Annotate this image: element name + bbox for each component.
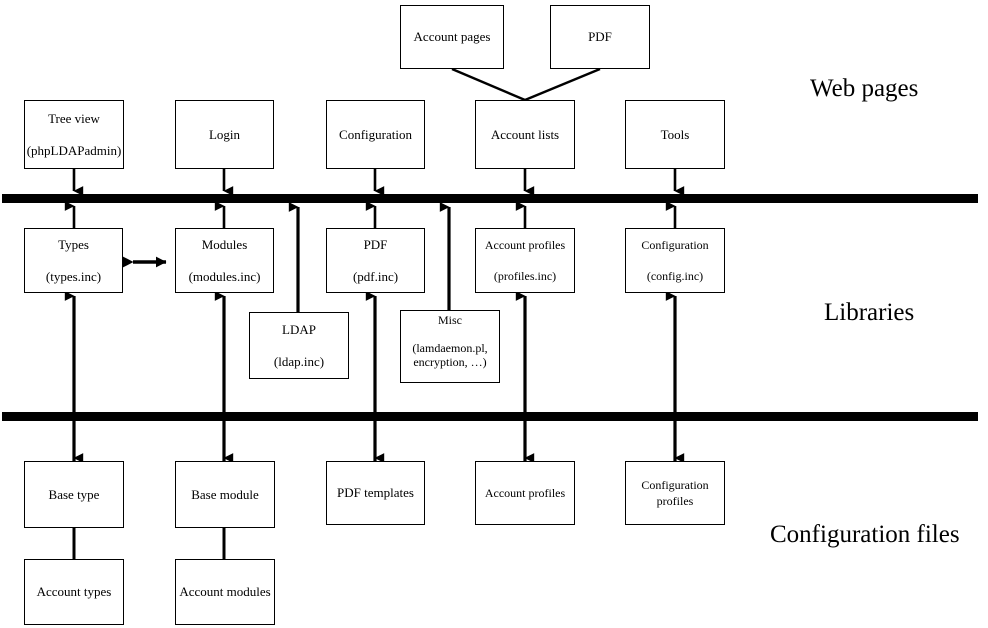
node-login[interactable]: Login xyxy=(175,100,274,169)
node-account-types-label: Account types xyxy=(36,584,112,599)
node-modules-lib-sublabel: (modules.inc) xyxy=(188,268,261,284)
node-account-profiles-lib-label: Account profiles xyxy=(484,237,566,252)
node-misc-lib-label: Misc xyxy=(438,313,462,327)
node-tools-label: Tools xyxy=(660,126,690,142)
node-configuration-profiles-label: Configuration xyxy=(641,477,709,492)
node-tree-view[interactable]: Tree view (phpLDAPadmin) xyxy=(24,100,124,169)
node-configuration-page[interactable]: Configuration xyxy=(326,100,425,169)
node-account-modules[interactable]: Account modules xyxy=(175,559,275,625)
node-configuration-page-label: Configuration xyxy=(339,126,412,142)
node-account-profiles-files[interactable]: Account profiles xyxy=(475,461,575,525)
node-ldap-lib-sublabel: (ldap.inc) xyxy=(273,353,325,369)
node-pdf-lib-label: PDF xyxy=(363,236,388,252)
node-tree-view-label: Tree view xyxy=(48,110,100,126)
node-tree-view-sublabel: (phpLDAPadmin) xyxy=(26,142,122,158)
tier-label-web-pages: Web pages xyxy=(810,75,919,102)
node-base-type[interactable]: Base type xyxy=(24,461,124,528)
tier-label-libraries: Libraries xyxy=(824,299,915,326)
node-account-profiles-lib-sublabel: (profiles.inc) xyxy=(493,268,557,283)
node-pdf-templates-label: PDF templates xyxy=(337,485,414,500)
tier-label-configuration-files: Configuration files xyxy=(770,521,960,548)
node-pdf-lib-sublabel: (pdf.inc) xyxy=(352,268,399,284)
node-account-lists[interactable]: Account lists xyxy=(475,100,575,169)
node-misc-lib[interactable]: Misc (lamdaemon.pl, encryption, …) xyxy=(400,310,500,383)
node-configuration-lib-label: Configuration xyxy=(641,237,709,252)
node-account-profiles-files-label: Account profiles xyxy=(484,485,566,500)
connector-account-pages-to-account-lists xyxy=(451,67,526,102)
node-account-types[interactable]: Account types xyxy=(24,559,124,625)
node-configuration-profiles[interactable]: Configuration profiles xyxy=(625,461,725,525)
libraries-config-bus xyxy=(2,412,978,421)
node-modules-lib[interactable]: Modules (modules.inc) xyxy=(175,228,274,293)
node-base-type-label: Base type xyxy=(48,486,100,502)
node-account-lists-label: Account lists xyxy=(490,126,560,142)
node-modules-lib-label: Modules xyxy=(201,236,248,252)
node-configuration-profiles-sublabel: profiles xyxy=(656,493,694,508)
node-types-lib-label: Types xyxy=(58,236,89,252)
node-misc-lib-sublabel: (lamdaemon.pl, encryption, …) xyxy=(412,341,488,369)
node-base-module[interactable]: Base module xyxy=(175,461,275,528)
connector-pdf-to-account-lists xyxy=(524,67,601,102)
node-account-profiles-lib[interactable]: Account profiles (profiles.inc) xyxy=(475,228,575,293)
node-types-lib[interactable]: Types (types.inc) xyxy=(24,228,123,293)
node-configuration-lib-sublabel: (config.inc) xyxy=(646,268,704,283)
node-ldap-lib[interactable]: LDAP (ldap.inc) xyxy=(249,312,349,379)
node-configuration-lib[interactable]: Configuration (config.inc) xyxy=(625,228,725,293)
node-login-label: Login xyxy=(208,126,241,142)
node-account-pages[interactable]: Account pages xyxy=(400,5,504,69)
node-pdf-lib[interactable]: PDF (pdf.inc) xyxy=(326,228,425,293)
node-tools[interactable]: Tools xyxy=(625,100,725,169)
web-libraries-bus xyxy=(2,194,978,203)
node-types-lib-sublabel: (types.inc) xyxy=(45,268,102,284)
node-account-modules-label: Account modules xyxy=(179,584,271,599)
node-ldap-lib-label: LDAP xyxy=(282,321,316,337)
node-account-pages-label: Account pages xyxy=(413,29,491,44)
node-pdf-top[interactable]: PDF xyxy=(550,5,650,69)
node-pdf-templates[interactable]: PDF templates xyxy=(326,461,425,525)
node-pdf-top-label: PDF xyxy=(588,29,612,44)
node-base-module-label: Base module xyxy=(191,486,259,502)
